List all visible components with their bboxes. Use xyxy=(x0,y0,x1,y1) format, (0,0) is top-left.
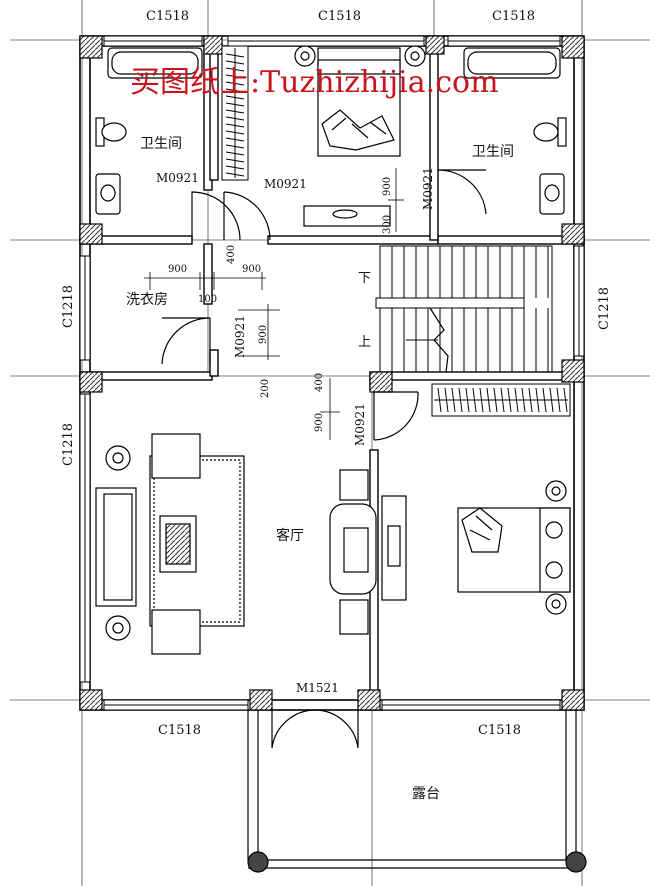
window-label-top-center: C1518 xyxy=(318,9,361,24)
dimension-lines xyxy=(144,168,404,440)
room-label-living: 客厅 xyxy=(276,527,304,544)
window-label-left-lower: C1218 xyxy=(61,423,76,466)
window-label-bottom-left: C1518 xyxy=(158,723,201,738)
dimension-labels: 900 900 100 400 900 200 400 900 900 300 xyxy=(168,177,393,432)
window-labels: C1518 C1518 C1518 C1218 C1218 C1218 C151… xyxy=(61,9,612,738)
door-label-bath-left: M0921 xyxy=(156,171,199,185)
door-label-laundry: M0921 xyxy=(233,315,247,358)
dim-400-mid: 400 xyxy=(314,373,325,392)
dim-900-b: 900 xyxy=(242,264,261,275)
living-furniture xyxy=(95,433,377,655)
door-labels: M0921 M0921 M0921 M0921 M0921 M1521 xyxy=(156,167,435,695)
dim-200: 200 xyxy=(260,379,271,398)
window-label-left-upper: C1218 xyxy=(61,285,76,328)
door-label-bath-right: M0921 xyxy=(421,167,435,210)
door-label-bedroom-top: M0921 xyxy=(264,177,307,191)
room-labels: 卫生间 卫生间 洗衣房 客厅 露台 xyxy=(126,136,514,802)
dim-100: 100 xyxy=(198,294,217,305)
dim-900-laundry: 900 xyxy=(258,325,269,344)
dim-400-top: 400 xyxy=(226,245,237,264)
stair-label-up: 上 xyxy=(358,335,371,350)
door-label-bedroom-right: M0921 xyxy=(353,403,367,446)
door-swings xyxy=(161,169,487,749)
top-bedroom-furniture xyxy=(294,45,426,227)
window-label-top-left: C1518 xyxy=(146,9,189,24)
stair-label-down: 下 xyxy=(358,271,371,286)
bathtubs xyxy=(107,47,561,79)
dim-900-bed: 900 xyxy=(382,177,393,196)
terrace-railing xyxy=(247,710,587,873)
watermark: 买图纸上:Tuzhizhijia.com xyxy=(130,65,499,100)
window-label-top-right: C1518 xyxy=(492,9,535,24)
right-bedroom-furniture xyxy=(381,480,571,615)
room-label-terrace: 露台 xyxy=(412,786,440,802)
dim-900-living: 900 xyxy=(314,413,325,432)
closet-top xyxy=(221,45,249,181)
closet-right xyxy=(431,383,571,417)
bath-fixtures xyxy=(95,117,567,215)
window-label-bottom-right: C1518 xyxy=(478,723,521,738)
room-label-bath-right: 卫生间 xyxy=(472,144,514,160)
windows xyxy=(79,35,585,711)
room-label-laundry: 洗衣房 xyxy=(126,292,168,308)
window-label-right-mid: C1218 xyxy=(597,287,612,330)
door-label-main: M1521 xyxy=(296,681,339,695)
columns xyxy=(79,35,585,711)
staircase xyxy=(375,245,553,373)
room-label-bath-left: 卫生间 xyxy=(140,136,182,152)
dim-900-a: 900 xyxy=(168,264,187,275)
dim-300: 300 xyxy=(382,215,393,234)
